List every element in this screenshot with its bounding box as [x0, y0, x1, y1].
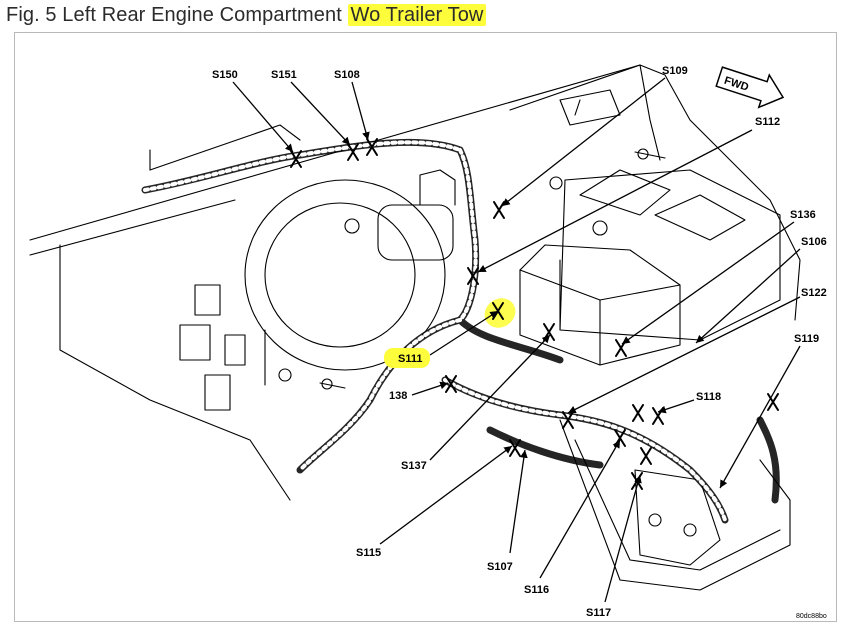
callout-s136: S136 [790, 209, 816, 221]
leader-lines [232, 77, 801, 603]
callout-s106: S106 [801, 236, 827, 248]
callout-s122: S122 [801, 287, 827, 299]
figure-title-text: Fig. 5 Left Rear Engine Compartment [6, 4, 348, 26]
figure-title-highlight: Wo Trailer Tow [347, 4, 487, 26]
splice-markers [290, 138, 779, 490]
callout-s107: S107 [487, 561, 513, 573]
callout-s151: S151 [271, 69, 297, 81]
callout-s108: S108 [334, 69, 360, 81]
callout-s117: S117 [586, 607, 611, 619]
callout-s115: S115 [356, 547, 381, 559]
callout-s111: S111 [398, 353, 422, 365]
callout-s150: S150 [212, 69, 238, 81]
callout-s137: S137 [401, 460, 427, 472]
callout-s109: S109 [662, 65, 688, 77]
callout-138: 138 [389, 390, 407, 402]
s111-highlight [384, 348, 430, 368]
figure-title: Fig. 5 Left Rear Engine Compartment Wo T… [6, 4, 487, 27]
figure-code: 80dc88bo [796, 613, 827, 620]
diagram-frame [14, 32, 837, 622]
callout-s118: S118 [696, 391, 721, 403]
callout-s112: S112 [755, 116, 780, 128]
callout-s119: S119 [794, 333, 819, 345]
callout-s116: S116 [524, 584, 549, 596]
fwd-arrow-icon: FWD [715, 66, 785, 109]
